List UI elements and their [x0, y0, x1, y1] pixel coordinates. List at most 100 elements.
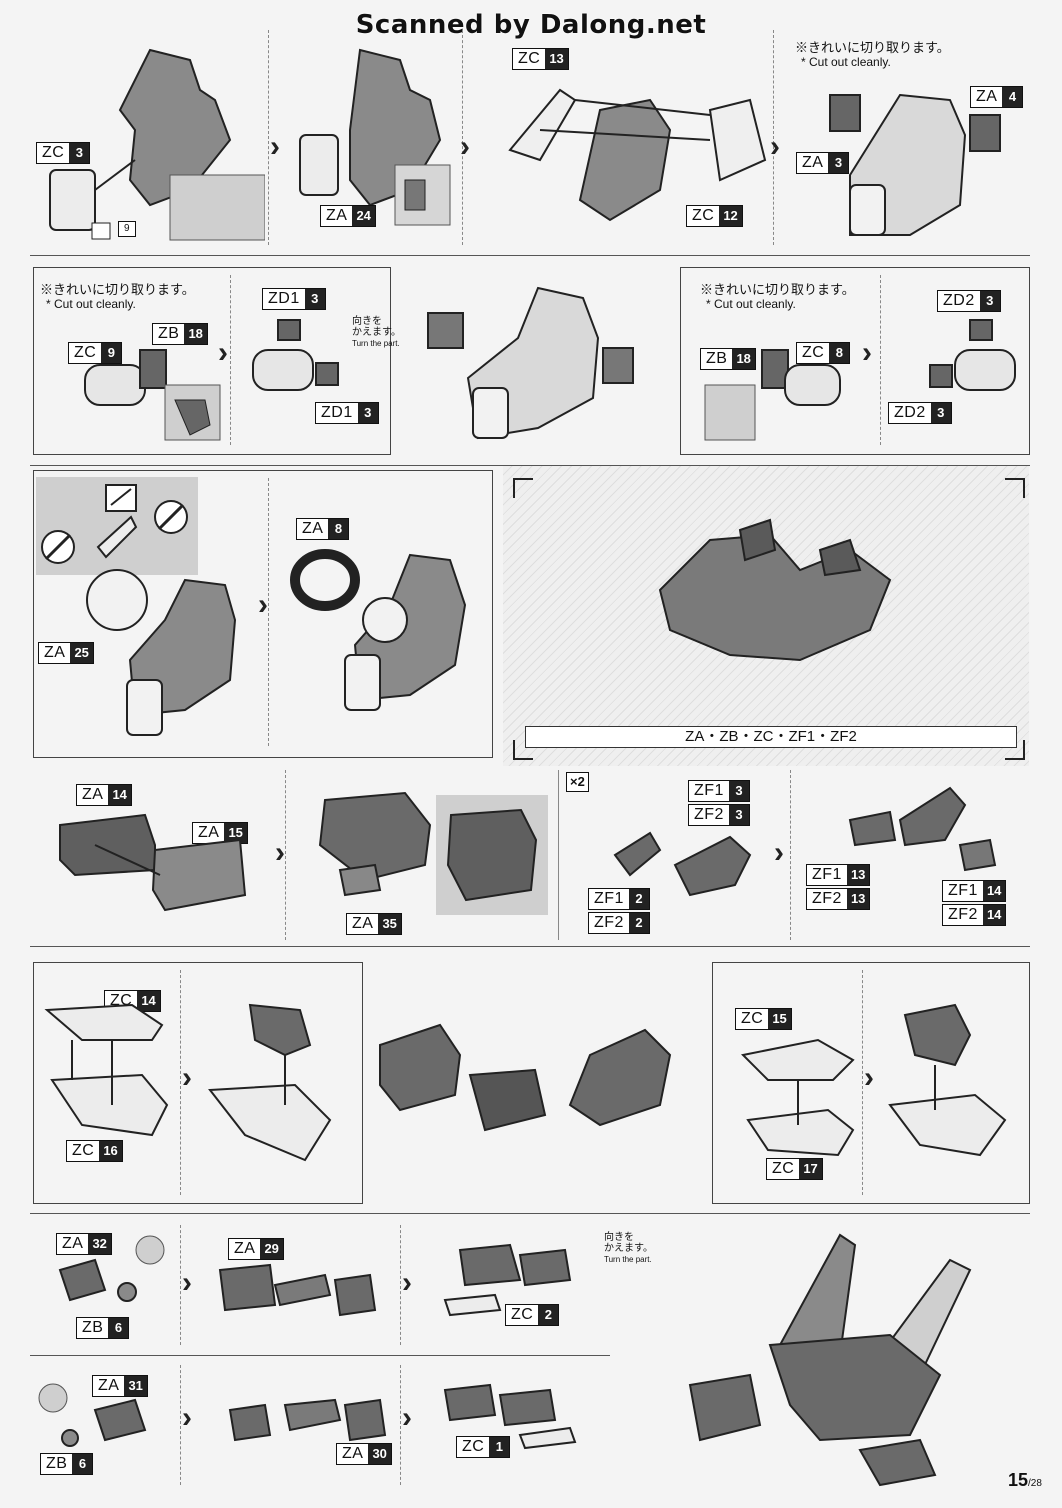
sub-step-frame	[33, 962, 363, 1204]
step-divider	[862, 970, 863, 1195]
cut-cleanly-note: ※きれいに切り取ります。 * Cut out cleanly.	[40, 282, 195, 311]
step-frame	[33, 470, 493, 758]
step-divider	[880, 275, 881, 445]
chevron-right-icon: ›	[460, 130, 470, 163]
sub-step-frame	[712, 962, 1030, 1204]
part-illustration	[252, 319, 339, 391]
chevron-right-icon: ›	[182, 1401, 192, 1434]
turn-part-note: 向きを かえます。 Turn the part.	[604, 1232, 653, 1264]
part-illustration	[704, 349, 841, 441]
part-illustration	[508, 88, 767, 222]
step-divider	[268, 30, 269, 245]
part-illustration	[49, 48, 265, 241]
part-illustration	[290, 549, 467, 711]
part-illustration	[829, 93, 1001, 236]
chevron-right-icon: ›	[862, 336, 872, 369]
step-divider	[180, 1225, 181, 1345]
chevron-right-icon: ›	[182, 1266, 192, 1299]
step-divider	[462, 30, 463, 245]
part-illustration	[888, 1003, 1007, 1157]
part-illustration	[208, 1003, 332, 1162]
turn-part-note: 向きを かえます。 Turn the part.	[352, 316, 401, 348]
step-divider	[558, 770, 559, 940]
quantity-multiplier: ×2	[566, 772, 589, 792]
step-divider	[285, 770, 286, 940]
chevron-right-icon: ›	[275, 836, 285, 869]
chevron-right-icon: ›	[218, 336, 228, 369]
step-divider	[400, 1225, 401, 1345]
frame-corner	[1005, 478, 1025, 498]
part-illustration	[443, 1243, 572, 1317]
sub-step-frame	[33, 267, 391, 455]
frame-corner	[513, 478, 533, 498]
part-illustration	[58, 1235, 165, 1302]
row-divider	[30, 1355, 610, 1356]
chevron-right-icon: ›	[402, 1266, 412, 1299]
part-label-small-9: 9	[118, 221, 137, 237]
part-illustration	[740, 1038, 855, 1157]
step-divider	[268, 478, 269, 746]
part-illustration	[848, 786, 997, 872]
part-illustration	[299, 48, 451, 226]
cut-cleanly-note: ※きれいに切り取ります。 * Cut out cleanly.	[795, 40, 950, 69]
part-illustration	[84, 349, 221, 441]
step-divider	[400, 1365, 401, 1485]
chevron-right-icon: ›	[402, 1401, 412, 1434]
watermark: Scanned by Dalong.net	[355, 10, 707, 40]
row-divider	[30, 946, 1030, 947]
row-divider	[30, 1213, 1030, 1214]
row-divider	[30, 465, 1030, 466]
step-divider	[180, 970, 181, 1195]
chevron-right-icon: ›	[258, 588, 268, 621]
row-divider	[30, 255, 1030, 256]
part-illustration	[59, 813, 247, 912]
part-illustration	[929, 319, 1016, 391]
completed-assembly-illustration	[658, 518, 892, 662]
chevron-right-icon: ›	[270, 130, 280, 163]
part-illustration	[379, 1023, 672, 1132]
chevron-right-icon: ›	[770, 130, 780, 163]
step-divider	[790, 770, 791, 940]
frame-corner	[1005, 740, 1025, 760]
part-illustration	[41, 484, 188, 564]
chevron-right-icon: ›	[774, 836, 784, 869]
sub-step-frame	[680, 267, 1030, 455]
part-illustration	[613, 831, 752, 897]
step-divider	[180, 1365, 181, 1485]
